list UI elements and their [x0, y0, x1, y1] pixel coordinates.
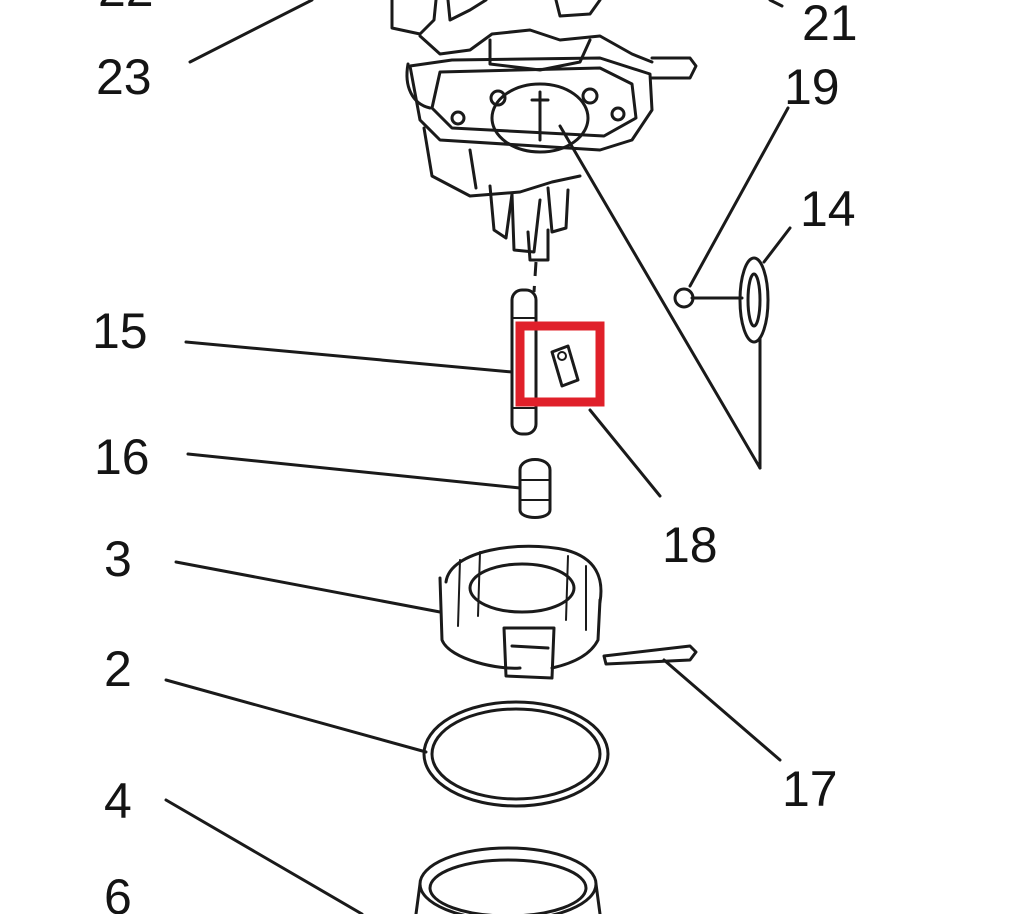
part-bowl	[414, 846, 602, 914]
part-16-seat	[518, 458, 552, 519]
part-14-washer	[738, 256, 770, 344]
leader-lines	[164, 0, 792, 914]
leader-19	[688, 106, 790, 288]
callout-3: 3	[104, 531, 132, 587]
leader-21	[768, 0, 784, 8]
leader-17	[662, 658, 782, 762]
leader-4	[164, 798, 364, 914]
leader-bracket	[558, 124, 762, 470]
callout-18: 18	[662, 517, 718, 573]
highlight-box	[515, 321, 605, 407]
part-18-clip	[550, 344, 580, 388]
center-axis	[532, 261, 538, 293]
callout-15: 15	[92, 303, 148, 359]
carburetor-body	[390, 0, 698, 262]
part-19-screw	[673, 287, 744, 309]
callout-6: 6	[104, 869, 132, 914]
leader-14	[762, 226, 792, 264]
callout-17: 17	[782, 761, 838, 817]
leader-15	[184, 340, 514, 374]
callout-19: 19	[784, 59, 840, 115]
part-17-hinge-pin	[602, 644, 698, 666]
callout-labels: 22 23 21 19 14 15 16 18 3 2 17 4 6	[92, 0, 858, 914]
callout-22: 22	[98, 0, 154, 17]
leader-23	[188, 0, 314, 64]
part-3-float	[438, 544, 603, 680]
leader-18	[588, 408, 662, 498]
leader-16	[186, 452, 522, 490]
leader-3	[174, 560, 442, 614]
callout-2: 2	[104, 641, 132, 697]
callout-4: 4	[104, 773, 132, 829]
callout-21: 21	[802, 0, 858, 51]
callout-16: 16	[94, 429, 150, 485]
part-2-o-ring	[422, 700, 610, 808]
callout-14: 14	[800, 181, 856, 237]
leader-2	[164, 678, 428, 754]
callout-23: 23	[96, 49, 152, 105]
